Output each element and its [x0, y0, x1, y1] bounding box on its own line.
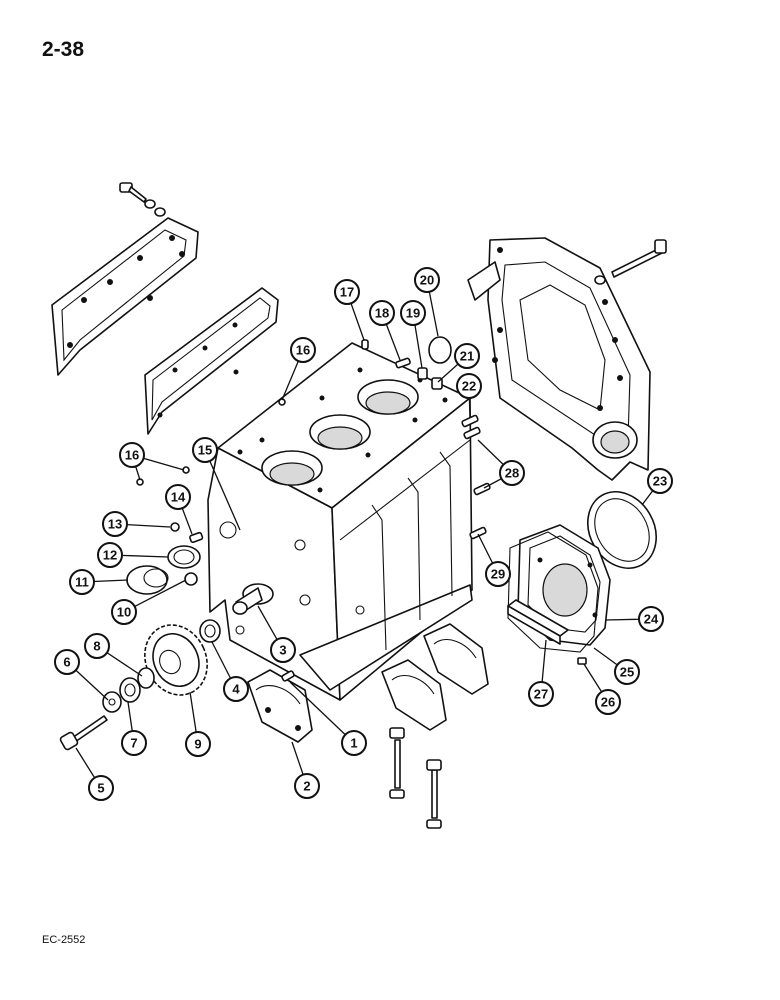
svg-text:13: 13	[108, 517, 122, 532]
svg-text:2: 2	[303, 779, 310, 794]
camshaft-gear	[144, 624, 208, 696]
callout-10: 10	[111, 599, 137, 625]
svg-text:16: 16	[296, 343, 310, 358]
svg-text:6: 6	[63, 655, 70, 670]
main-bearing-cap-center	[381, 659, 447, 731]
flywheel-housing	[467, 237, 651, 481]
gear-bolt	[59, 715, 108, 751]
svg-text:3: 3	[279, 643, 286, 658]
callout-15: 15	[192, 437, 218, 463]
retainer-gasket	[507, 531, 599, 653]
callout-4: 4	[223, 676, 249, 702]
cover-bolt	[119, 182, 166, 217]
svg-text:25: 25	[620, 665, 634, 680]
svg-text:26: 26	[601, 695, 615, 710]
callout-11: 11	[69, 569, 95, 595]
callout-14: 14	[165, 484, 191, 510]
camshaft-stub	[232, 583, 274, 615]
svg-text:18: 18	[375, 306, 389, 321]
front-main-bearing-cap	[247, 669, 313, 743]
svg-text:24: 24	[644, 612, 659, 627]
page-number: 2-38	[42, 38, 85, 61]
callout-25: 25	[614, 659, 640, 685]
figure-code: EC-2552	[42, 934, 86, 946]
svg-text:29: 29	[491, 567, 505, 582]
svg-text:12: 12	[103, 548, 117, 563]
callout-23: 23	[647, 468, 673, 494]
callout-19: 19	[400, 300, 426, 326]
svg-text:10: 10	[117, 605, 131, 620]
main-bearing-cap-rear	[423, 623, 489, 695]
callout-13: 13	[102, 511, 128, 537]
callout-22: 22	[456, 373, 482, 399]
svg-text:8: 8	[93, 639, 100, 654]
callout-2: 2	[294, 773, 320, 799]
small-seal-26	[577, 657, 587, 665]
svg-text:28: 28	[505, 466, 519, 481]
callout-17: 17	[334, 279, 360, 305]
dowel-pins	[136, 336, 491, 540]
callout-26: 26	[595, 689, 621, 715]
callout-8: 8	[84, 633, 110, 659]
svg-text:11: 11	[75, 575, 89, 590]
callout-18: 18	[369, 300, 395, 326]
svg-text:21: 21	[460, 349, 474, 364]
callout-27: 27	[528, 681, 554, 707]
svg-text:14: 14	[171, 490, 186, 505]
callout-16-left: 16	[119, 442, 145, 468]
svg-text:5: 5	[97, 781, 104, 796]
svg-text:23: 23	[653, 474, 667, 489]
callout-28: 28	[499, 460, 525, 486]
callout-12: 12	[97, 542, 123, 568]
svg-text:27: 27	[534, 687, 548, 702]
bushing-4	[199, 619, 221, 643]
callout-7: 7	[121, 730, 147, 756]
callout-6: 6	[54, 649, 80, 675]
svg-text:1: 1	[350, 736, 357, 751]
callout-1: 1	[341, 730, 367, 756]
callout-29: 29	[485, 561, 511, 587]
svg-text:15: 15	[198, 443, 212, 458]
callout-20: 20	[414, 267, 440, 293]
svg-text:22: 22	[462, 379, 476, 394]
side-cover-plate	[51, 217, 199, 376]
svg-text:16: 16	[125, 448, 139, 463]
seal-strip	[507, 599, 569, 645]
callout-16-upper: 16	[290, 337, 316, 363]
svg-text:20: 20	[420, 273, 434, 288]
svg-text:19: 19	[406, 306, 420, 321]
bearing-cap-bolts	[389, 727, 442, 829]
callout-5: 5	[88, 775, 114, 801]
svg-text:9: 9	[194, 737, 201, 752]
gear-washer-and-spacer	[102, 667, 155, 713]
svg-text:4: 4	[232, 682, 240, 697]
callout-3: 3	[270, 637, 296, 663]
callout-9: 9	[185, 731, 211, 757]
cylinder-block	[207, 342, 473, 701]
side-cover-gasket	[144, 287, 279, 435]
svg-text:7: 7	[130, 736, 137, 751]
svg-text:17: 17	[340, 285, 354, 300]
housing-bolt	[594, 239, 667, 285]
camshaft-bushings	[126, 522, 204, 595]
callout-21: 21	[454, 343, 480, 369]
callout-24: 24	[638, 606, 664, 632]
